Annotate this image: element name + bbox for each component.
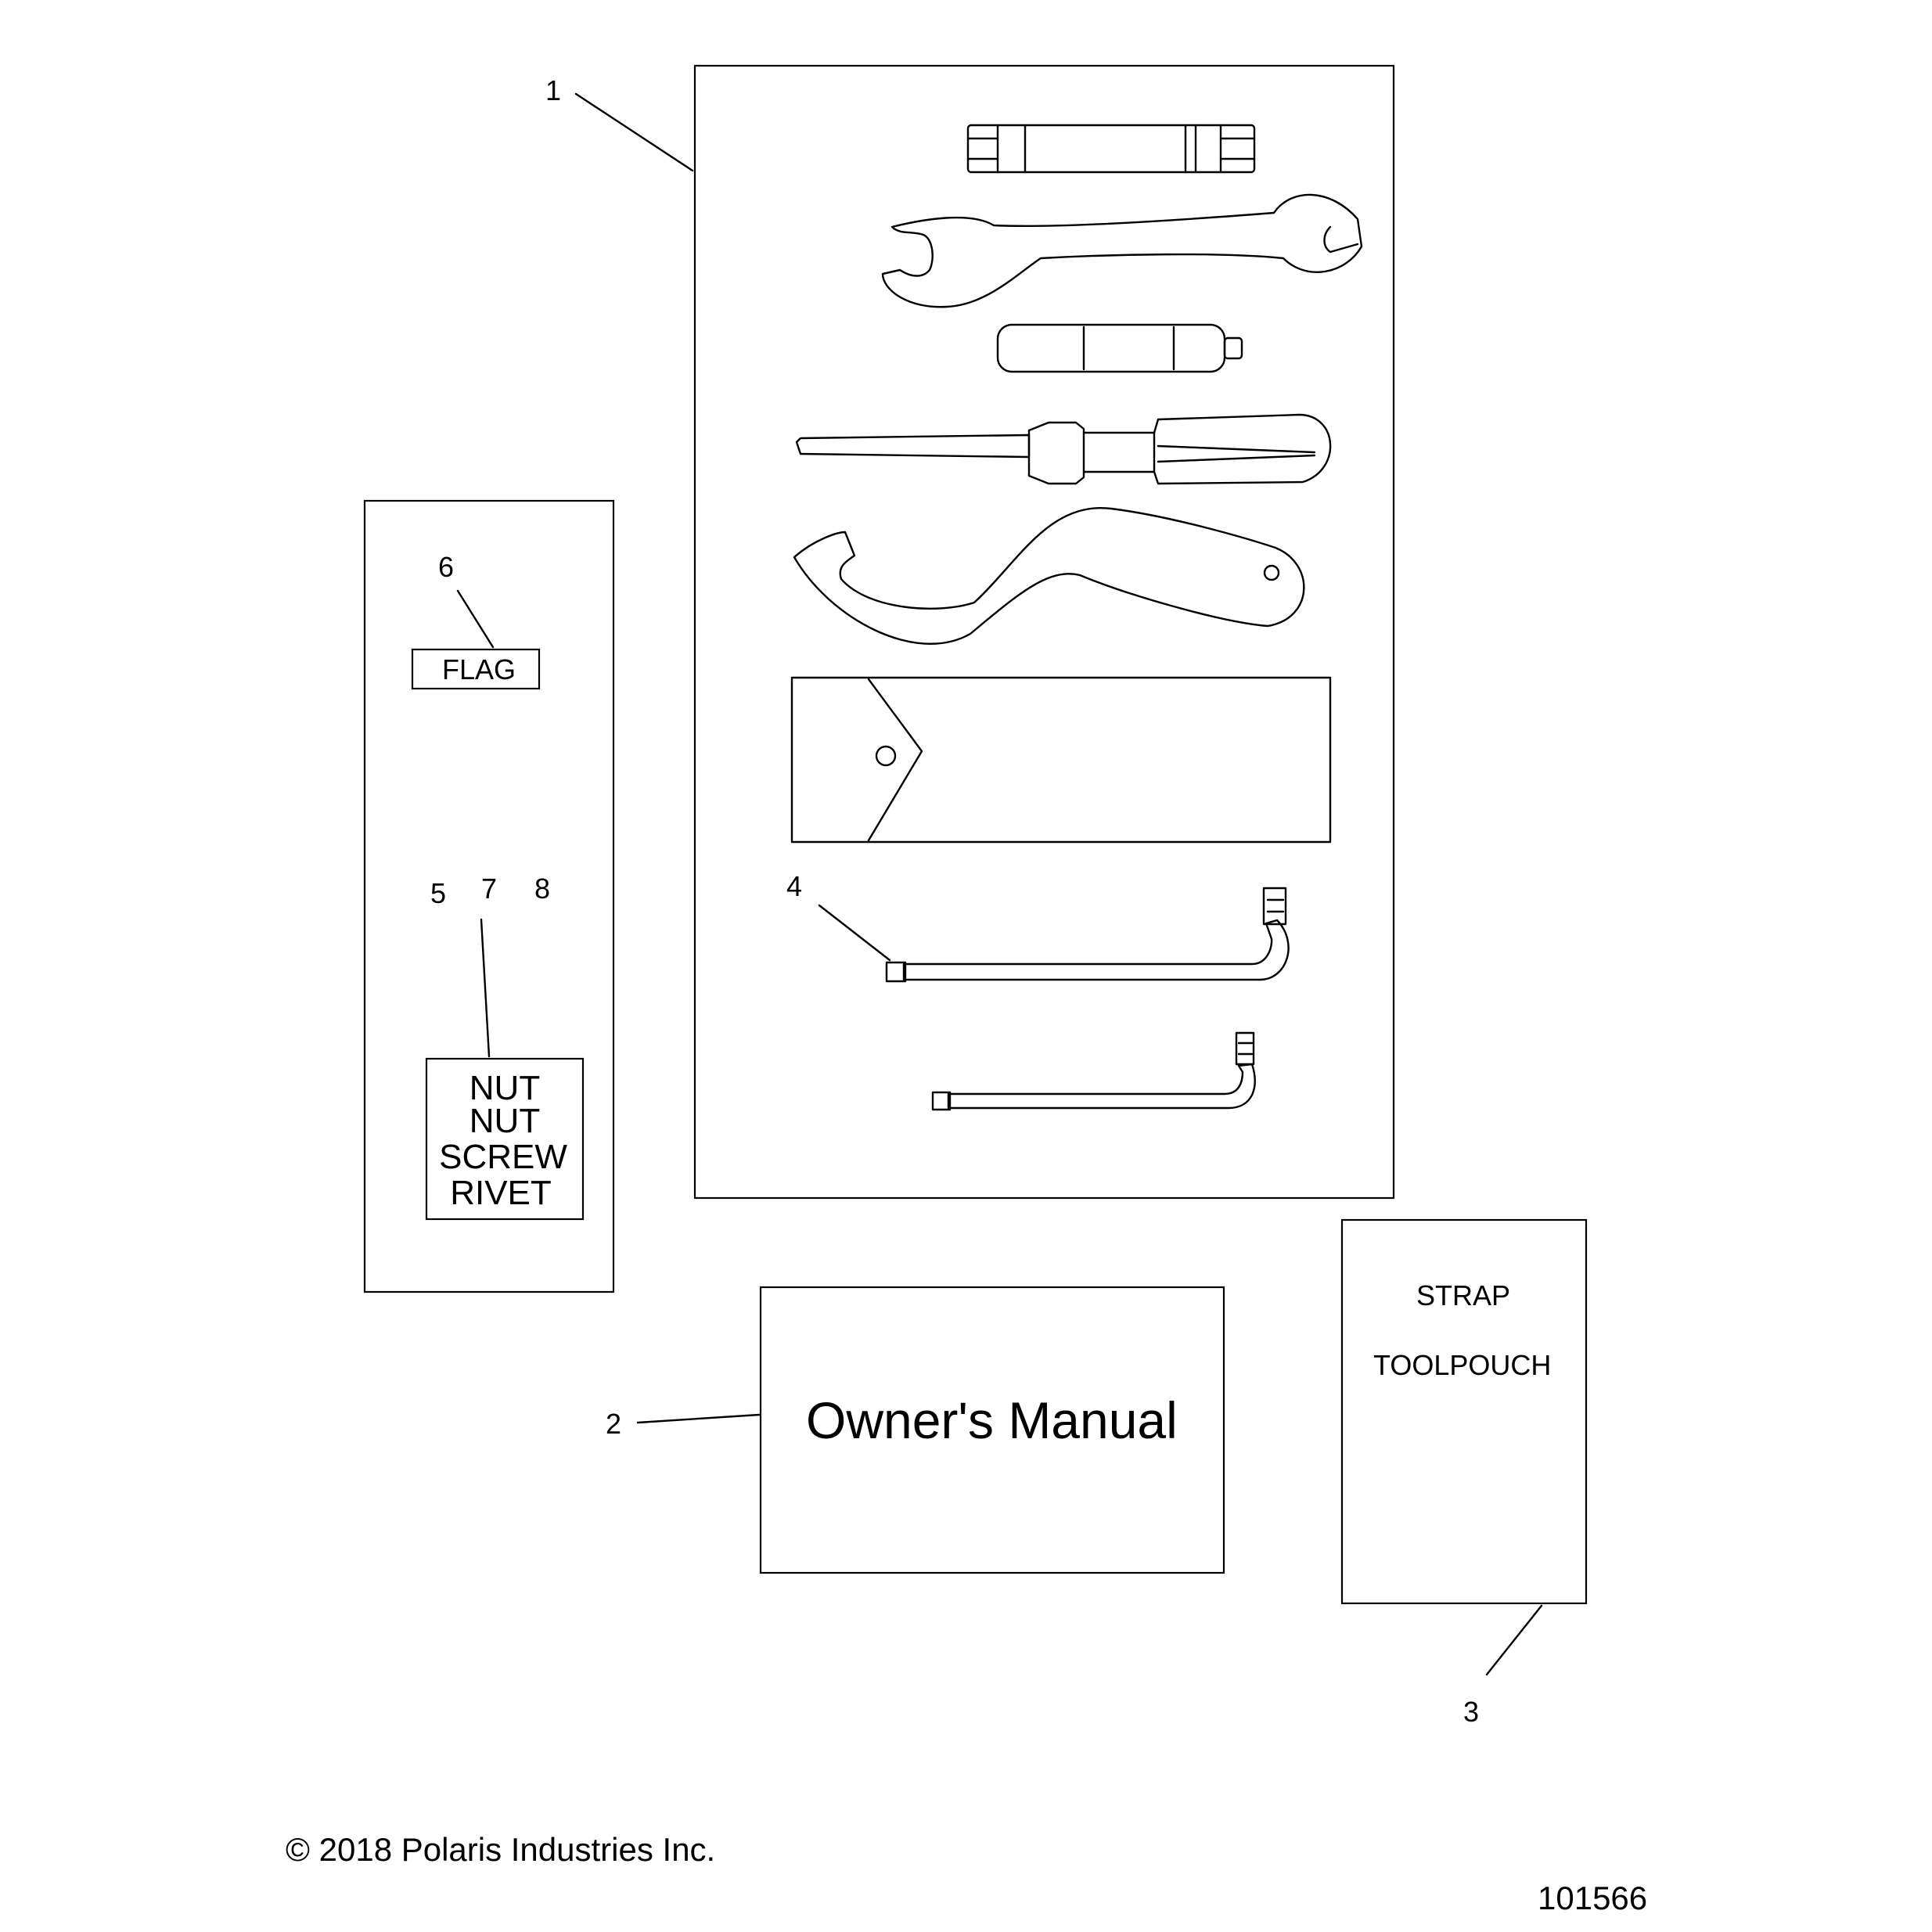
l-key-icon: [931, 1031, 1256, 1111]
callout-8: 8: [534, 872, 550, 905]
open-end-wrench-icon: [881, 193, 1363, 308]
hardware-label-nut-1: NUT: [470, 1069, 540, 1107]
socket-wrench-icon: [966, 124, 1256, 174]
screwdriver-icon: [795, 413, 1332, 485]
copyright-notice: © 2018 Polaris Industries Inc.: [286, 1831, 715, 1868]
callout-leader-6: [456, 589, 495, 649]
flag-box: [411, 648, 541, 690]
callout-7: 7: [481, 872, 497, 905]
owners-manual-box: [759, 1286, 1225, 1574]
callout-leader-7: [480, 918, 491, 1058]
callout-leader-1: [574, 92, 694, 172]
spanner-wrench-icon: [793, 506, 1305, 645]
callout-1: 1: [545, 74, 561, 106]
hardware-box: [425, 1057, 585, 1221]
l-key-icon: [885, 887, 1290, 983]
handle-icon: [996, 323, 1243, 373]
tool-kit-box: [693, 64, 1395, 1200]
callout-leader-2: [636, 1413, 761, 1424]
toolpouch-label: TOOLPOUCH: [1373, 1349, 1551, 1381]
callout-5: 5: [430, 877, 446, 909]
owners-manual-label: Owner's Manual: [806, 1391, 1178, 1449]
callout-3: 3: [1463, 1696, 1479, 1728]
tool-pouch-icon: [790, 676, 1332, 844]
callout-leader-3: [1485, 1604, 1543, 1676]
hardware-label-rivet: RIVET: [450, 1174, 552, 1212]
strap-toolpouch-box: [1340, 1218, 1588, 1605]
callout-2: 2: [606, 1408, 621, 1440]
figure-number: 101566: [1538, 1880, 1647, 1916]
flag-label: FLAG: [442, 653, 516, 685]
callout-leader-4: [818, 904, 891, 962]
strap-label: STRAP: [1416, 1279, 1510, 1311]
hardware-label-screw: SCREW: [439, 1138, 567, 1176]
hardware-panel: [363, 499, 615, 1293]
callout-6: 6: [438, 551, 454, 583]
callout-4: 4: [786, 870, 802, 902]
hardware-label-nut-2: NUT: [470, 1102, 540, 1140]
